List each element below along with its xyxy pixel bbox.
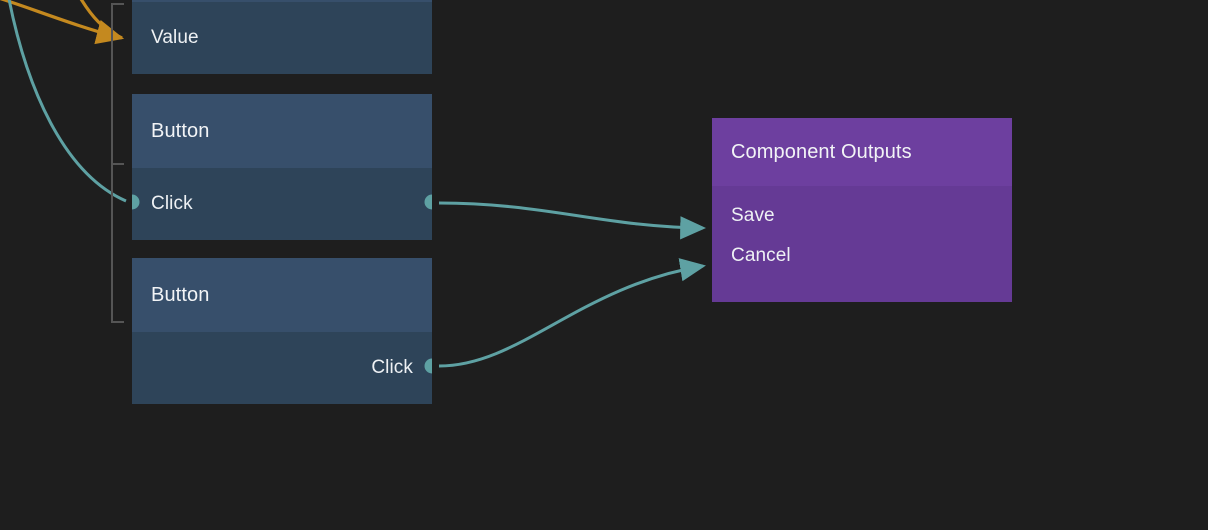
button-node-1-click-output-port[interactable] [424, 194, 432, 210]
component-outputs-row-save[interactable]: Save [712, 196, 1012, 236]
edge-orange-b [0, 0, 125, 45]
button-node-1-row-label: Click [151, 193, 193, 214]
bracket-tick-top [113, 3, 124, 5]
button-node-1-body: Click [132, 168, 432, 240]
button-node-2-row-label: Click [371, 357, 413, 378]
edge-teal-save [438, 201, 706, 240]
button-node-2-body: Click [132, 332, 432, 404]
button-node-1-header: Button [132, 94, 432, 168]
button-node-1[interactable]: Button Click [132, 94, 432, 240]
edge-orange-a [79, 0, 123, 40]
value-node[interactable]: Value [132, 0, 432, 74]
bracket-tick-bottom [113, 321, 124, 323]
component-outputs-node[interactable]: Component Outputs Save Cancel [712, 118, 1012, 302]
button-node-2-title: Button [151, 283, 210, 306]
edge-teal-cancel [438, 258, 706, 368]
button-node-1-title: Button [151, 119, 210, 142]
component-outputs-row-save-label: Save [731, 205, 775, 226]
component-outputs-row-cancel-label: Cancel [731, 245, 791, 266]
button-node-2-click-output-port[interactable] [424, 358, 432, 374]
button-node-2[interactable]: Button Click [132, 258, 432, 404]
component-outputs-header: Component Outputs [712, 118, 1012, 186]
value-node-row-label: Value [151, 27, 199, 48]
button-node-2-header: Button [132, 258, 432, 332]
button-node-2-row-click[interactable]: Click [132, 332, 432, 404]
value-node-row-value[interactable]: Value [132, 2, 432, 74]
button-node-1-row-click[interactable]: Click [132, 168, 432, 240]
node-group-bracket [111, 3, 124, 323]
button-node-1-click-input-port[interactable] [132, 194, 140, 210]
component-outputs-title: Component Outputs [731, 140, 912, 163]
value-node-header [132, 0, 432, 2]
bracket-tick-middle [113, 163, 124, 165]
value-node-body: Value [132, 2, 432, 74]
component-outputs-row-cancel[interactable]: Cancel [712, 236, 1012, 276]
edge-teal-in [7, 0, 127, 203]
component-outputs-body: Save Cancel [712, 186, 1012, 302]
